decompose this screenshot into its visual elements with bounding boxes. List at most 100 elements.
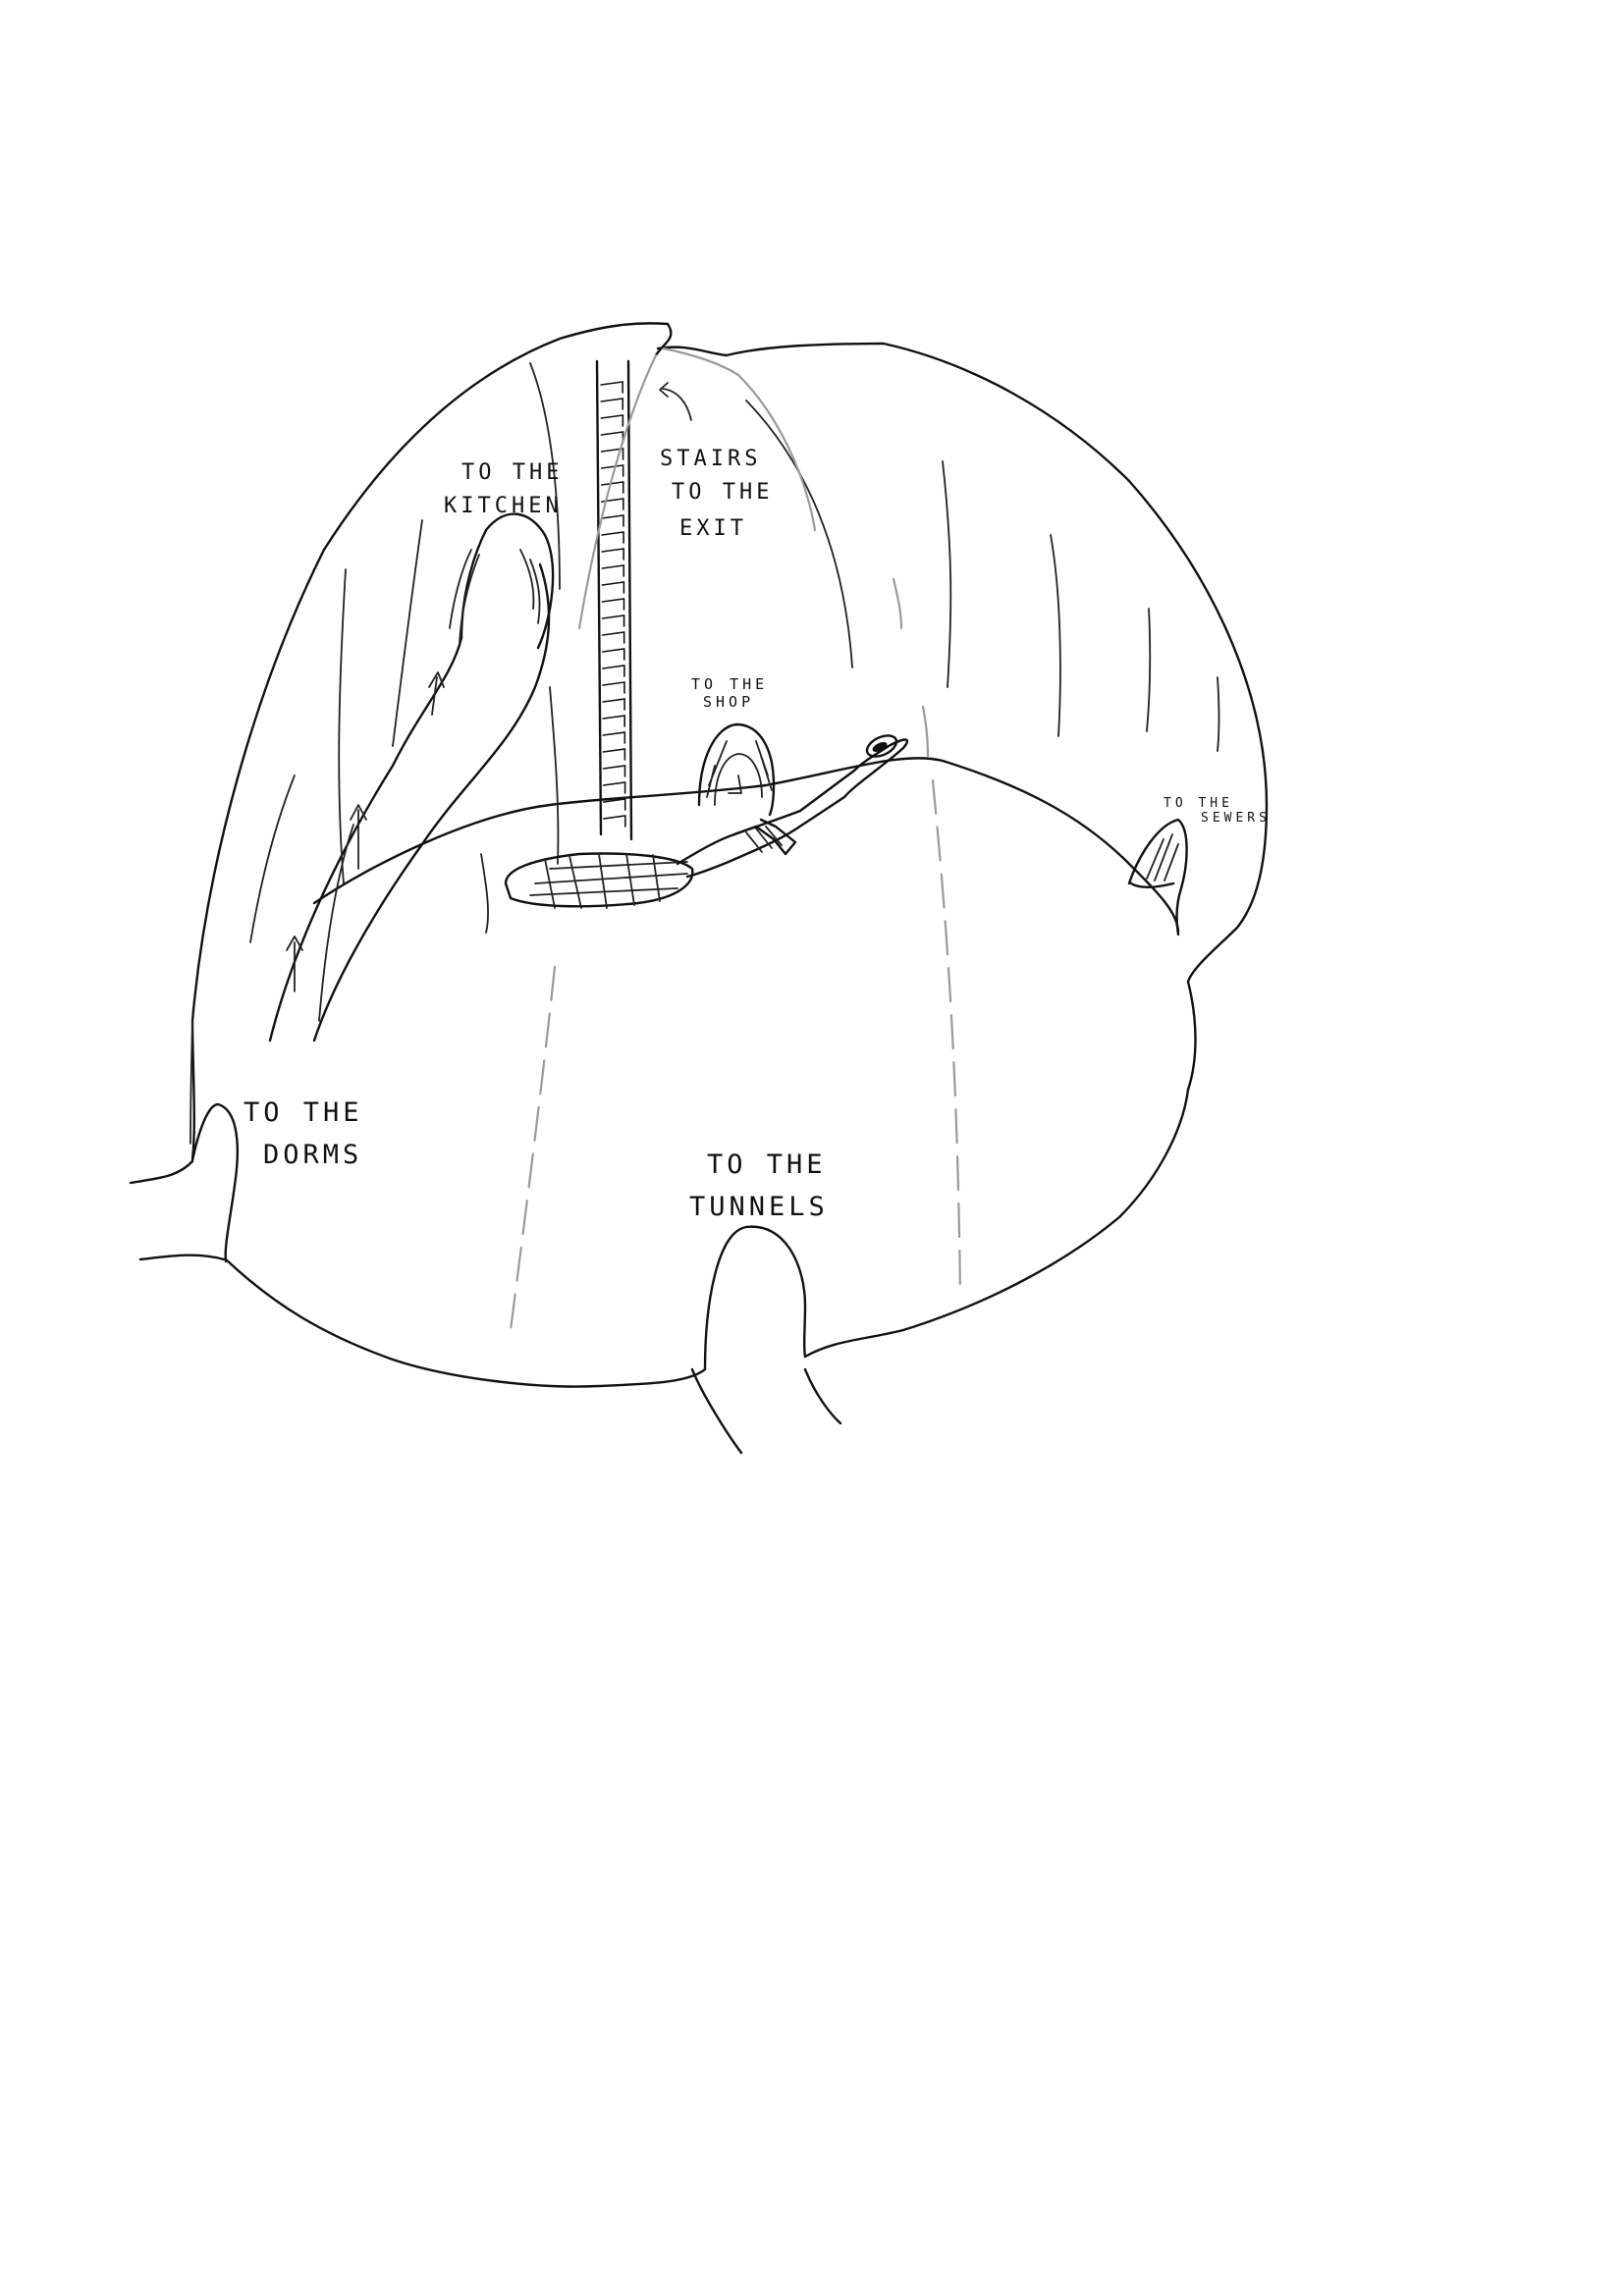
label-kitchen: TO THE KITCHEN bbox=[444, 460, 563, 518]
wall-line bbox=[745, 400, 853, 668]
guide-dash bbox=[509, 965, 557, 1332]
stair-step bbox=[602, 731, 626, 744]
label-kitchen-line2: KITCHEN bbox=[444, 494, 563, 518]
wall-line bbox=[392, 519, 423, 747]
kitchen-hatch bbox=[449, 549, 541, 644]
label-stairs-line3: EXIT bbox=[679, 516, 747, 541]
pipe bbox=[676, 738, 909, 879]
stair-step bbox=[600, 414, 624, 427]
label-sewers-line2: SEWERS bbox=[1201, 811, 1271, 826]
sewers-doorway bbox=[1127, 818, 1188, 936]
wall-line bbox=[942, 460, 952, 688]
label-tunnels-line1: TO THE bbox=[707, 1149, 827, 1180]
tunnels-corridor-right bbox=[803, 1367, 842, 1425]
guide-line bbox=[892, 577, 903, 630]
stair-step bbox=[602, 665, 625, 677]
stair-step bbox=[602, 698, 625, 711]
stairs-arrow bbox=[659, 382, 692, 421]
shop-door-hatch bbox=[706, 740, 773, 798]
label-sewers: TO THE SEWERS bbox=[1164, 796, 1271, 826]
label-shop-line2: SHOP bbox=[703, 693, 754, 711]
kitchen-doorway bbox=[484, 512, 555, 650]
label-kitchen-line1: TO THE bbox=[461, 460, 563, 485]
label-stairs-line2: TO THE bbox=[672, 480, 773, 505]
stair-step bbox=[600, 381, 623, 394]
wall-line bbox=[549, 686, 560, 865]
kitchen-ramp-left bbox=[268, 528, 488, 1042]
tunnels-corridor-left bbox=[690, 1367, 743, 1455]
stairs-rail-left bbox=[595, 359, 603, 836]
label-tunnels-line2: TUNNELS bbox=[689, 1192, 829, 1222]
label-sewers-line1: TO THE bbox=[1164, 796, 1233, 811]
floor-back-edge bbox=[312, 757, 1180, 934]
stair-step bbox=[601, 514, 624, 527]
pipe-coupling bbox=[732, 818, 797, 856]
dorms-corridor-top bbox=[129, 1159, 194, 1185]
pipe-opening-inner bbox=[872, 742, 888, 752]
floor-outline bbox=[224, 1257, 707, 1388]
label-stairs-line1: STAIRS bbox=[660, 447, 761, 471]
guide-line bbox=[662, 347, 740, 377]
stair-step bbox=[602, 748, 626, 761]
stair-step bbox=[601, 564, 625, 577]
floor-outline-right bbox=[803, 1088, 1190, 1359]
wall-line bbox=[1146, 608, 1152, 732]
sewers-step bbox=[1129, 881, 1175, 888]
stair-step bbox=[602, 715, 625, 727]
label-shop-line1: TO THE bbox=[691, 675, 768, 693]
shop-door-mark bbox=[728, 774, 742, 794]
up-arrow-2 bbox=[350, 804, 367, 870]
wall-line bbox=[1217, 676, 1220, 752]
stair-step bbox=[601, 498, 624, 510]
stair-step bbox=[601, 648, 625, 661]
stair-step bbox=[602, 815, 626, 828]
stair-step bbox=[602, 681, 625, 694]
stairs-rail-right bbox=[626, 359, 633, 841]
pipe-coupling-rings bbox=[745, 826, 783, 853]
stair-step bbox=[600, 481, 624, 494]
stair-step bbox=[600, 431, 624, 444]
guide-line bbox=[921, 705, 930, 758]
sewers-hatch bbox=[1146, 833, 1179, 881]
grate-grid bbox=[529, 853, 688, 909]
floor-grate bbox=[504, 852, 694, 908]
wall-line bbox=[249, 774, 296, 943]
stair-step bbox=[600, 464, 624, 477]
dorms-corridor-bottom bbox=[138, 1254, 226, 1261]
stair-steps bbox=[600, 381, 626, 828]
up-arrow-1 bbox=[286, 935, 303, 992]
label-tunnels: TO THE TUNNELS bbox=[689, 1149, 829, 1222]
stair-step bbox=[601, 631, 625, 644]
stair-step bbox=[601, 531, 624, 544]
label-dorms-line1: TO THE bbox=[244, 1097, 363, 1128]
wall-line bbox=[529, 362, 561, 590]
label-stairs: STAIRS TO THE EXIT bbox=[660, 447, 773, 541]
guide-line bbox=[577, 353, 658, 630]
left-wall-line bbox=[189, 1020, 193, 1145]
stair-step bbox=[600, 398, 624, 410]
shop-doorway bbox=[697, 722, 776, 817]
kitchen-ramp-right bbox=[312, 562, 551, 1042]
wall-line bbox=[318, 824, 354, 1022]
stair-step bbox=[600, 448, 624, 460]
up-arrow-3 bbox=[428, 671, 445, 716]
stair-step bbox=[602, 765, 626, 777]
guide-line bbox=[736, 373, 817, 532]
stair-step bbox=[602, 781, 626, 794]
label-dorms-line2: DORMS bbox=[263, 1140, 362, 1170]
stair-step bbox=[601, 598, 625, 611]
stair-step bbox=[601, 614, 625, 627]
wall-line bbox=[1050, 534, 1061, 737]
guide-dash bbox=[931, 778, 962, 1298]
dorms-doorway bbox=[190, 1102, 239, 1263]
pipe-opening bbox=[865, 734, 898, 758]
wall-line bbox=[338, 568, 347, 884]
wall-line bbox=[480, 853, 489, 934]
label-dorms: TO THE DORMS bbox=[244, 1097, 363, 1170]
stair-step bbox=[601, 581, 625, 594]
shop-door-inner bbox=[714, 753, 763, 806]
stair-step bbox=[602, 798, 626, 811]
stair-step bbox=[601, 548, 624, 561]
label-shop: TO THE SHOP bbox=[691, 675, 768, 711]
